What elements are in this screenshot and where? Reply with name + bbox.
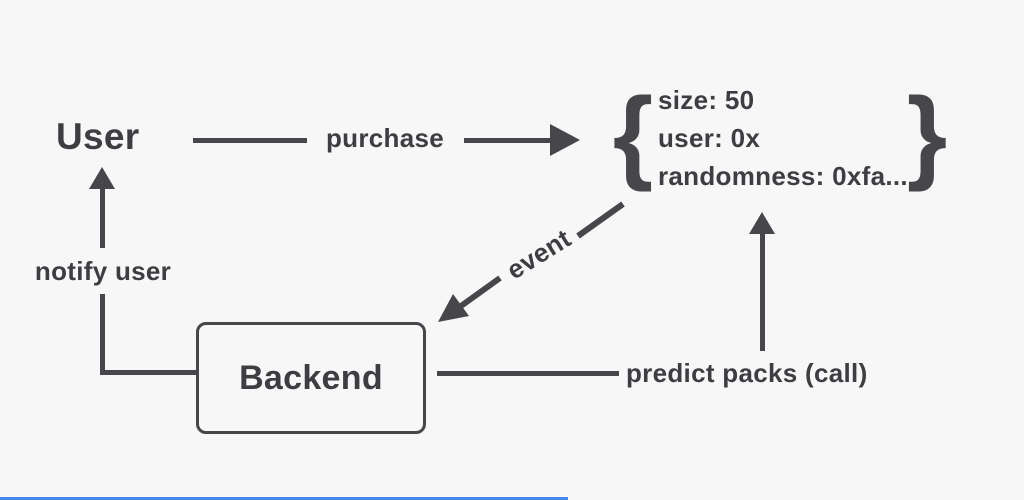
- notify-arrowhead-icon: [89, 167, 115, 189]
- payload-field-user: user: 0x: [658, 123, 761, 153]
- video-progress-bar: [0, 497, 568, 500]
- user-node-label: User: [56, 116, 140, 157]
- notify-line-vertical-upper: [100, 188, 105, 248]
- payload-open-brace: {: [612, 76, 654, 193]
- purchase-edge-label: purchase: [325, 123, 444, 153]
- purchase-line-segment-1: [193, 138, 307, 143]
- payload-field-size: size: 50: [658, 85, 755, 115]
- predict-arrowhead-icon: [749, 212, 775, 234]
- purchase-line-segment-2: [464, 138, 550, 143]
- predict-line-horizontal: [437, 371, 619, 376]
- backend-node-label: Backend: [239, 358, 383, 397]
- event-arrowhead-icon: [438, 294, 469, 322]
- notify-user-edge-label: notify user: [34, 256, 172, 286]
- payload-object: size: 50 user: 0x randomness: 0xfa...: [658, 81, 908, 195]
- backend-node: Backend: [196, 322, 426, 434]
- event-arrow: [438, 201, 625, 322]
- notify-line-vertical-lower: [100, 294, 105, 375]
- payload-field-randomness: randomness: 0xfa...: [658, 161, 908, 191]
- predict-line-vertical: [760, 234, 765, 351]
- purchase-arrowhead-icon: [550, 124, 580, 156]
- predict-packs-edge-label: predict packs (call): [626, 358, 868, 388]
- notify-line-horizontal: [100, 370, 198, 375]
- payload-close-brace: }: [906, 76, 948, 193]
